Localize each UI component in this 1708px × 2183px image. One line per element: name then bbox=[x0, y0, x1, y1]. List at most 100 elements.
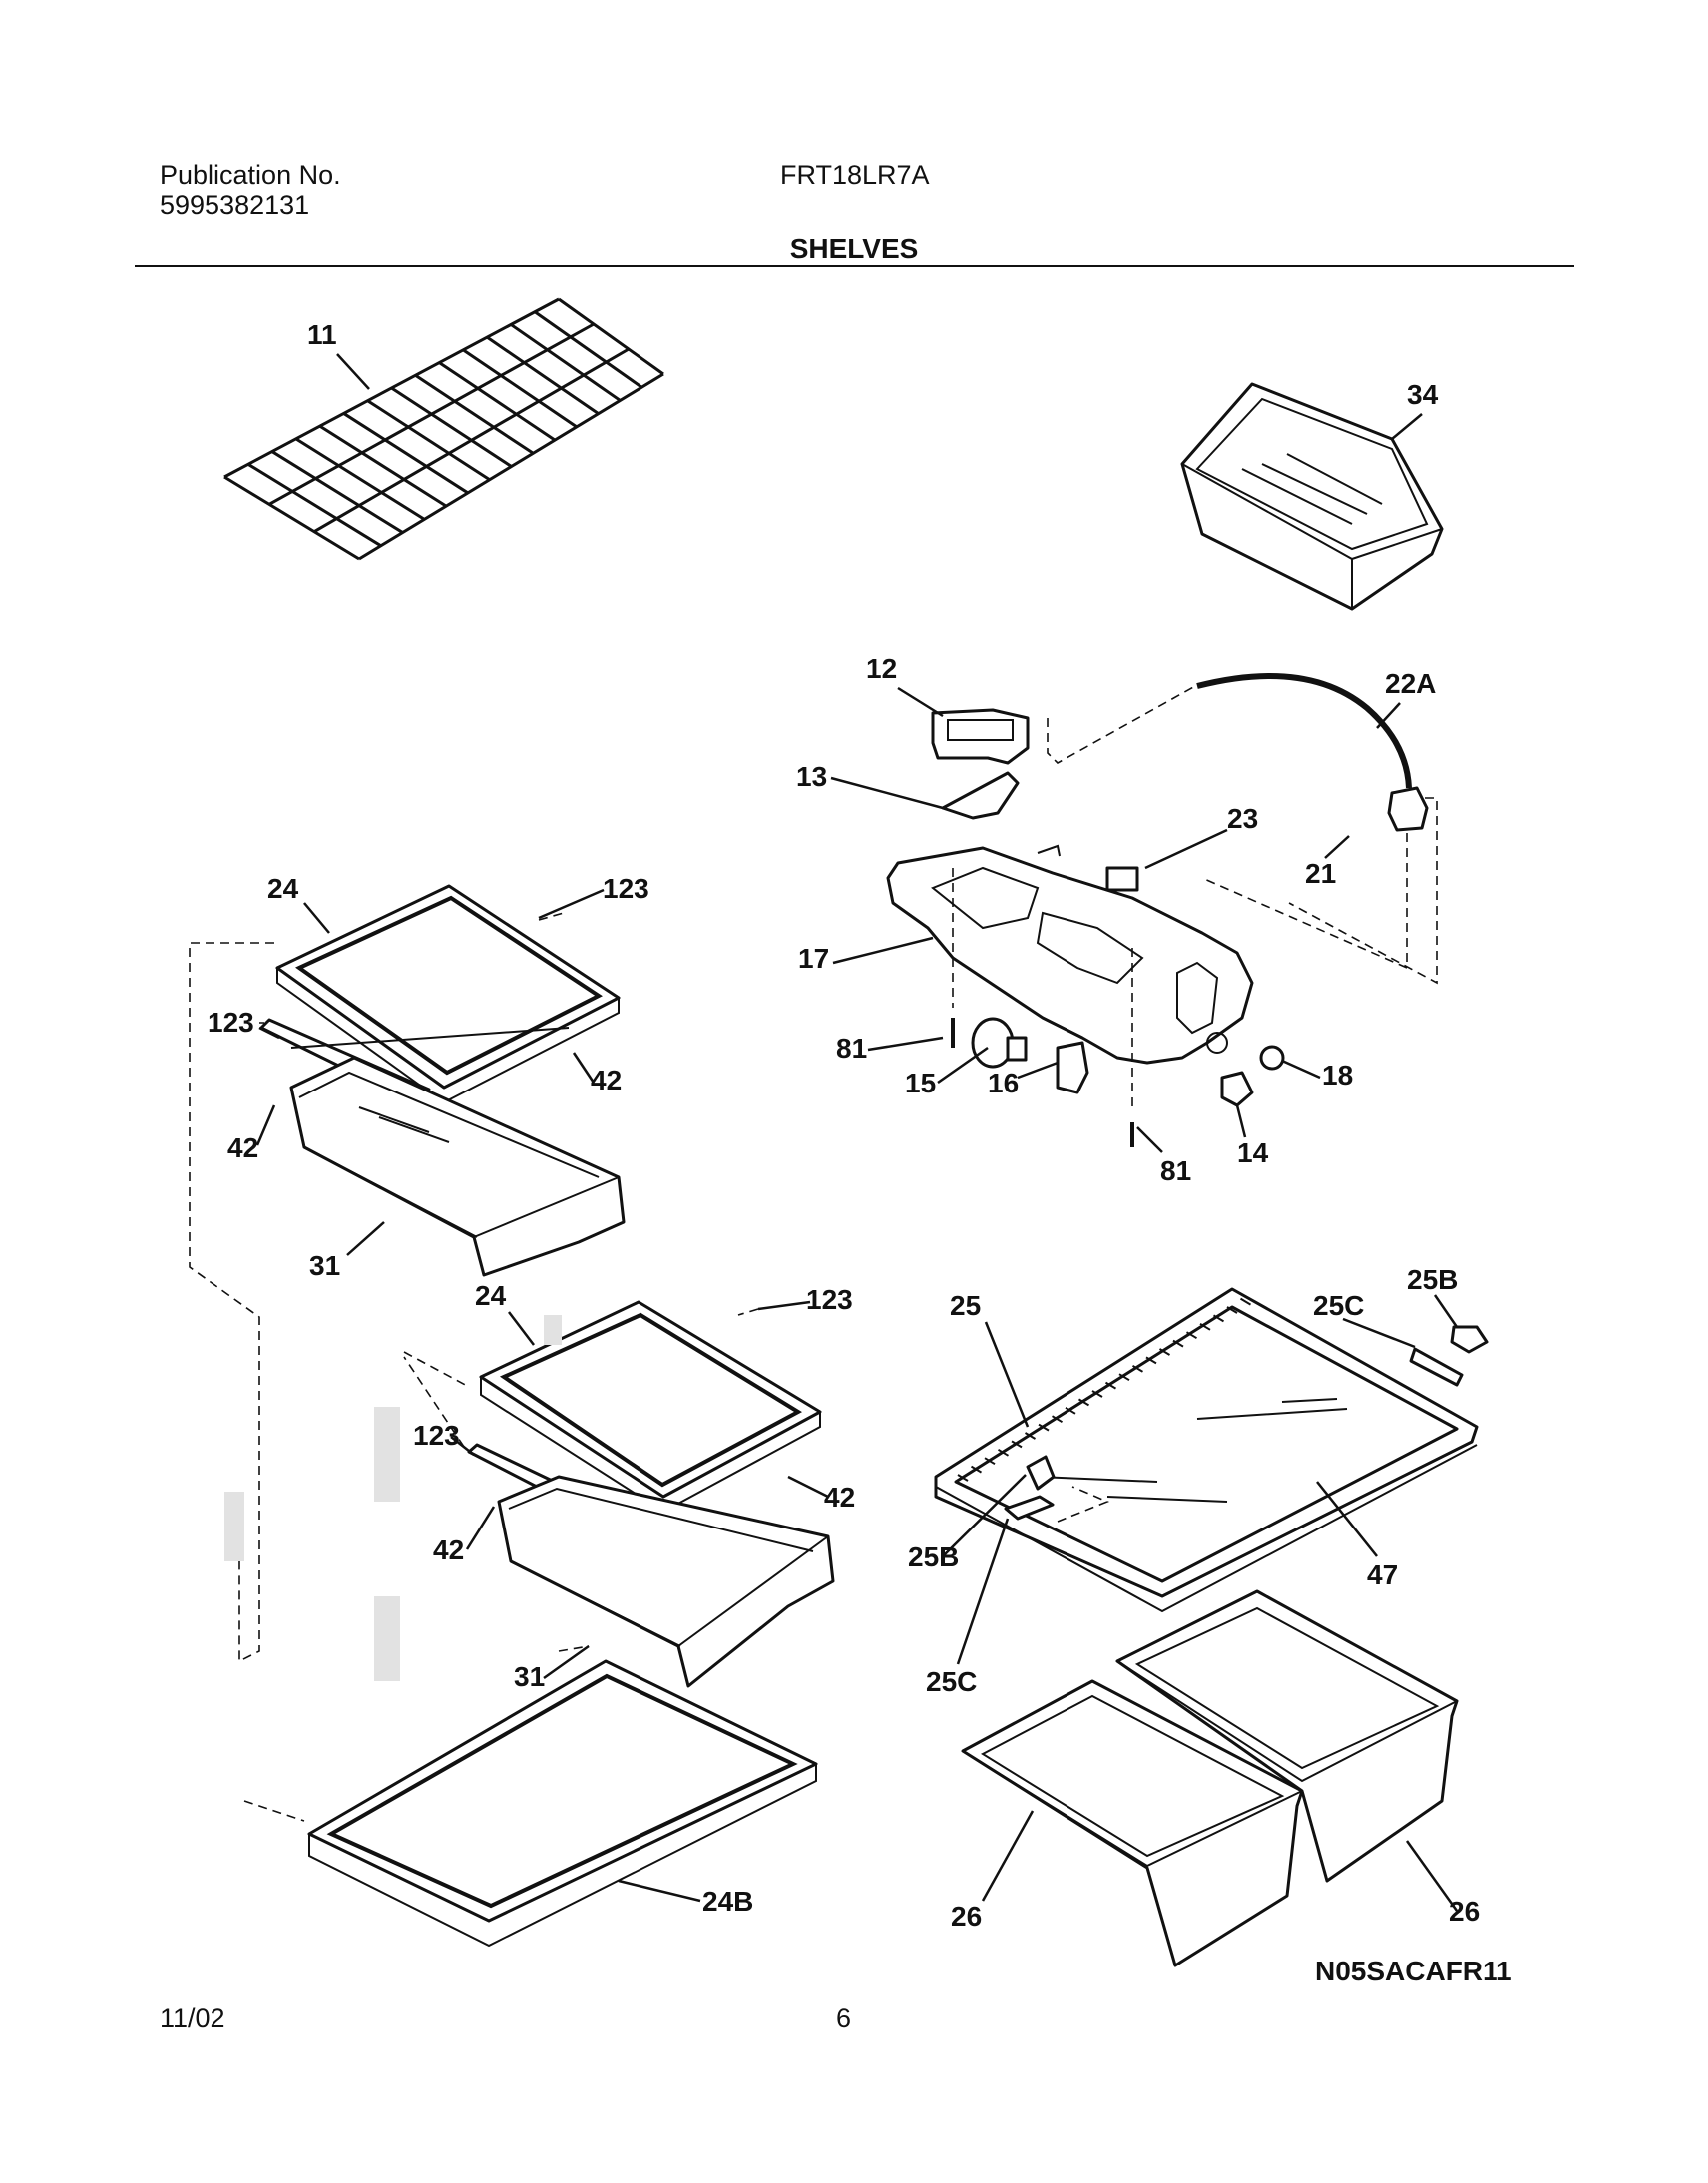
callout-leader-33 bbox=[981, 1810, 1035, 1902]
callout-label-21: 123 bbox=[806, 1284, 853, 1315]
callout-leader-31 bbox=[942, 1474, 1027, 1557]
callout-label-5: 23 bbox=[1227, 803, 1258, 834]
wire-shelf-11 bbox=[223, 297, 664, 561]
callout-label-11: 81 bbox=[1160, 1155, 1191, 1186]
callout-leader-29 bbox=[1433, 1294, 1459, 1328]
callout-leader-18 bbox=[255, 1104, 276, 1146]
callout-label-9: 15 bbox=[905, 1068, 936, 1098]
callout-label-2: 12 bbox=[866, 654, 897, 684]
callout-leader-16 bbox=[258, 1026, 280, 1040]
callout-leader-7 bbox=[832, 936, 934, 965]
callout-label-31: 25B bbox=[908, 1541, 959, 1572]
callout-leader-5 bbox=[1144, 828, 1228, 870]
callout-leader-11 bbox=[1136, 1126, 1163, 1153]
crisper-drawer-31-lower bbox=[497, 1475, 835, 1688]
callout-leader-12 bbox=[1281, 1059, 1321, 1080]
callout-label-30: 47 bbox=[1367, 1559, 1398, 1590]
callout-leader-21 bbox=[757, 1300, 811, 1311]
callout-label-8: 81 bbox=[836, 1033, 867, 1064]
callout-labels: 11 34 12 22A 13 23 21 17 81 15 16 81 18 14 24 123 123 42 4… bbox=[208, 319, 1480, 1932]
callout-label-13: 14 bbox=[1237, 1137, 1269, 1168]
callout-leader-15 bbox=[538, 888, 605, 920]
drawing-code: N05SACAFR11 bbox=[1315, 1956, 1512, 1986]
alignment-lines bbox=[189, 685, 1438, 1822]
callout-label-32: 25C bbox=[926, 1666, 977, 1697]
callout-label-33: 26 bbox=[951, 1901, 982, 1932]
part-14 bbox=[1220, 1071, 1254, 1107]
wire-harness-22a bbox=[1105, 672, 1429, 892]
callout-label-34: 26 bbox=[1449, 1896, 1480, 1927]
callout-label-29: 25B bbox=[1407, 1264, 1458, 1295]
callout-label-17: 42 bbox=[591, 1065, 622, 1095]
callout-leader-30 bbox=[1316, 1481, 1378, 1557]
crisper-drawer-31-upper bbox=[289, 1056, 626, 1277]
callout-leader-13 bbox=[1235, 1104, 1247, 1138]
callout-label-10: 16 bbox=[988, 1068, 1019, 1098]
callout-label-16: 123 bbox=[208, 1007, 254, 1038]
crisper-drawer-26-left bbox=[961, 1679, 1304, 1967]
callout-leader-2 bbox=[897, 686, 944, 718]
callout-label-4: 13 bbox=[796, 761, 827, 792]
callout-leaders bbox=[255, 353, 1459, 1912]
callout-label-3: 22A bbox=[1385, 668, 1436, 699]
light-housing-17 bbox=[886, 708, 1254, 1065]
footer-page-number: 6 bbox=[836, 2003, 852, 2033]
screws-81 bbox=[951, 1018, 1134, 1147]
footer-date: 11/02 bbox=[160, 2003, 225, 2033]
model-number: FRT18LR7A bbox=[780, 160, 930, 190]
section-title: SHELVES bbox=[789, 233, 919, 264]
callout-leader-20 bbox=[508, 1311, 535, 1346]
callout-leader-23 bbox=[787, 1475, 829, 1499]
glass-shelf-24b bbox=[307, 1659, 818, 1948]
header-rule bbox=[135, 265, 1574, 267]
callout-leader-34 bbox=[1405, 1840, 1459, 1912]
callout-label-7: 17 bbox=[798, 943, 829, 974]
callout-label-12: 18 bbox=[1322, 1060, 1353, 1091]
callout-label-19: 31 bbox=[309, 1250, 340, 1281]
callout-leader-9 bbox=[937, 1046, 989, 1085]
dairy-bin-34 bbox=[1180, 382, 1444, 611]
callout-leader-4 bbox=[830, 776, 944, 810]
callout-label-24: 42 bbox=[433, 1534, 464, 1565]
callout-leader-10 bbox=[1017, 1061, 1059, 1080]
callout-leader-17 bbox=[572, 1052, 596, 1084]
callout-label-15: 123 bbox=[603, 873, 649, 904]
publication-number: 5995382131 bbox=[160, 190, 310, 219]
callout-label-0: 11 bbox=[307, 319, 337, 350]
callout-leader-19 bbox=[346, 1221, 385, 1256]
callout-label-22: 123 bbox=[413, 1420, 460, 1451]
callout-leader-0 bbox=[336, 353, 370, 390]
publication-label: Publication No. bbox=[160, 160, 341, 190]
callout-label-27: 25 bbox=[950, 1290, 981, 1321]
crisper-cover-24-lower bbox=[479, 1300, 822, 1514]
crisper-cover-25 bbox=[934, 1287, 1479, 1613]
callout-leader-25 bbox=[543, 1644, 590, 1680]
callout-leader-24 bbox=[465, 1506, 496, 1550]
callout-leader-26 bbox=[618, 1879, 701, 1903]
callout-leader-22 bbox=[450, 1436, 475, 1456]
crisper-drawer-26-right bbox=[1115, 1589, 1459, 1883]
cover-brackets-25b-25c bbox=[1004, 1325, 1489, 1521]
callout-label-14: 24 bbox=[267, 873, 299, 904]
callout-leader-1 bbox=[1391, 413, 1423, 440]
callout-leader-8 bbox=[867, 1036, 944, 1052]
callout-leader-3 bbox=[1376, 702, 1401, 729]
speckle-shading bbox=[224, 1315, 562, 1681]
callout-label-20: 24 bbox=[475, 1280, 507, 1311]
callout-leader-14 bbox=[303, 902, 330, 934]
callout-label-1: 34 bbox=[1407, 379, 1439, 410]
callout-label-6: 21 bbox=[1305, 858, 1336, 889]
callout-label-26: 24B bbox=[702, 1886, 753, 1917]
callout-label-23: 42 bbox=[824, 1482, 855, 1513]
callout-leader-32 bbox=[956, 1518, 1010, 1665]
callout-leader-6 bbox=[1324, 835, 1350, 859]
callout-label-25: 31 bbox=[514, 1661, 545, 1692]
callout-label-28: 25C bbox=[1313, 1290, 1364, 1321]
callout-leader-27 bbox=[984, 1321, 1030, 1428]
callout-leader-28 bbox=[1342, 1317, 1416, 1349]
callout-label-18: 42 bbox=[227, 1132, 258, 1163]
socket-16 bbox=[1056, 1041, 1089, 1094]
light-bulb-15 bbox=[971, 1017, 1028, 1069]
part-18 bbox=[1259, 1045, 1285, 1071]
